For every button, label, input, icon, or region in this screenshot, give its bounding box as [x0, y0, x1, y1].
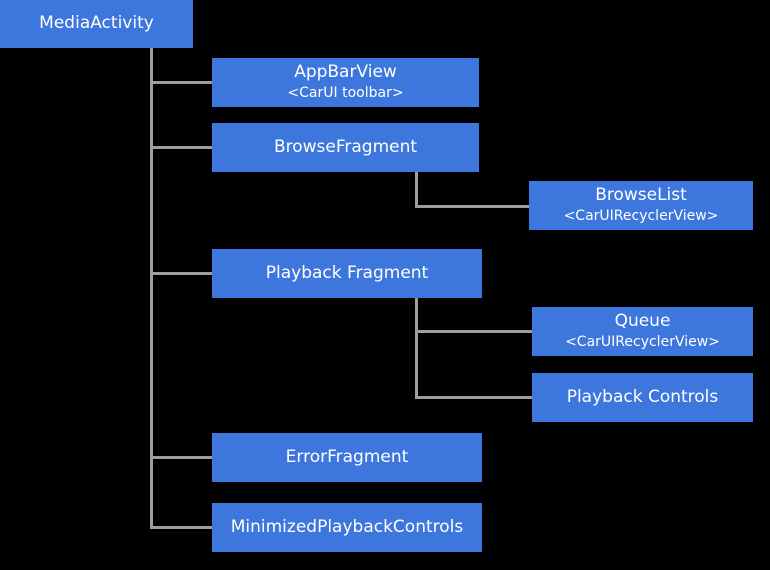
- node-playback-fragment[interactable]: Playback Fragment: [212, 249, 482, 298]
- connector-browse-to-list: [415, 205, 529, 208]
- node-title-playback-controls: Playback Controls: [566, 386, 719, 407]
- node-minimized-playback-controls[interactable]: MinimizedPlaybackControls: [212, 503, 482, 552]
- node-subtitle-queue: <CarUIRecyclerView>: [565, 333, 720, 350]
- node-subtitle-app-bar-view: <CarUI toolbar>: [287, 84, 404, 101]
- node-title-minimized-playback-controls: MinimizedPlaybackControls: [230, 516, 464, 537]
- connector-trunk-main: [150, 48, 153, 528]
- connector-branch-playback: [150, 272, 212, 275]
- node-browse-list[interactable]: BrowseList<CarUIRecyclerView>: [529, 181, 753, 230]
- connector-branch-app-bar: [150, 81, 212, 84]
- node-title-queue: Queue: [614, 311, 671, 332]
- connector-branch-minimized: [150, 526, 212, 529]
- node-queue[interactable]: Queue<CarUIRecyclerView>: [532, 307, 753, 356]
- connector-browse-drop: [415, 172, 418, 208]
- connector-playback-to-queue: [415, 330, 532, 333]
- node-playback-controls[interactable]: Playback Controls: [532, 373, 753, 422]
- connector-playback-to-ctrls: [415, 396, 532, 399]
- node-media-activity[interactable]: MediaActivity: [0, 0, 193, 48]
- connector-playback-drop: [415, 298, 418, 399]
- connector-branch-error: [150, 456, 212, 459]
- connector-branch-browse: [150, 146, 212, 149]
- node-app-bar-view[interactable]: AppBarView<CarUI toolbar>: [212, 58, 479, 107]
- node-title-app-bar-view: AppBarView: [294, 62, 397, 83]
- node-title-playback-fragment: Playback Fragment: [265, 262, 429, 283]
- node-browse-fragment[interactable]: BrowseFragment: [212, 123, 479, 172]
- node-subtitle-browse-list: <CarUIRecyclerView>: [563, 207, 719, 224]
- node-title-error-fragment: ErrorFragment: [285, 446, 409, 467]
- node-title-media-activity: MediaActivity: [39, 13, 154, 34]
- node-title-browse-list: BrowseList: [595, 185, 687, 206]
- node-title-browse-fragment: BrowseFragment: [273, 136, 418, 157]
- node-error-fragment[interactable]: ErrorFragment: [212, 433, 482, 482]
